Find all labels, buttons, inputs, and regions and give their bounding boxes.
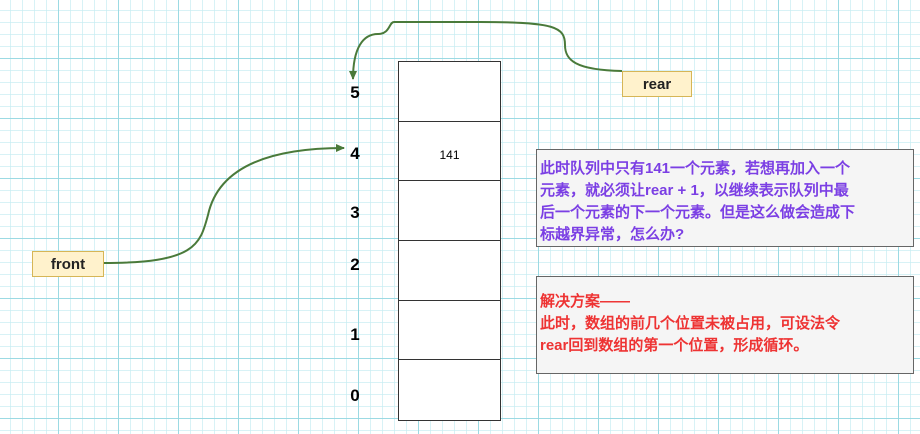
question-line: 标越界异常，怎么办? xyxy=(540,226,685,243)
queue-cell-2 xyxy=(399,241,500,301)
queue-cell-4: 141 xyxy=(399,122,500,182)
rear-arrow xyxy=(349,21,623,80)
solution-title: 解决方案—— xyxy=(540,293,631,310)
queue-cell-1 xyxy=(399,301,500,361)
question-line: 元素，就必须让rear + 1，以继续表示队列中最 xyxy=(540,182,849,199)
solution-line: rear回到数组的第一个位置，形成循环。 xyxy=(540,337,809,354)
front-pointer-box: front xyxy=(32,251,104,277)
queue-cell-5 xyxy=(399,62,500,122)
index-label-0: 0 xyxy=(350,386,360,405)
index-label-4: 4 xyxy=(350,144,360,163)
solution-note: 解决方案—— 此时，数组的前几个位置未被占用，可设法令 rear回到数组的第一个… xyxy=(536,276,914,374)
front-arrow xyxy=(103,144,345,264)
index-label-3: 3 xyxy=(350,203,360,222)
index-label-2: 2 xyxy=(350,255,360,274)
queue-cell-0 xyxy=(399,360,500,420)
solution-line: 此时，数组的前几个位置未被占用，可设法令 xyxy=(540,315,841,332)
index-label-1: 1 xyxy=(350,325,360,344)
queue-cell-3 xyxy=(399,181,500,242)
index-label-5: 5 xyxy=(350,83,360,102)
rear-pointer-box: rear xyxy=(622,71,692,97)
question-note: 此时队列中只有141一个元素，若想再加入一个 元素，就必须让rear + 1，以… xyxy=(536,149,914,247)
question-line: 此时队列中只有141一个元素，若想再加入一个 xyxy=(540,160,851,177)
question-line: 后一个元素的下一个元素。但是这么做会造成下 xyxy=(540,204,856,221)
queue-array: 141 xyxy=(398,61,501,421)
